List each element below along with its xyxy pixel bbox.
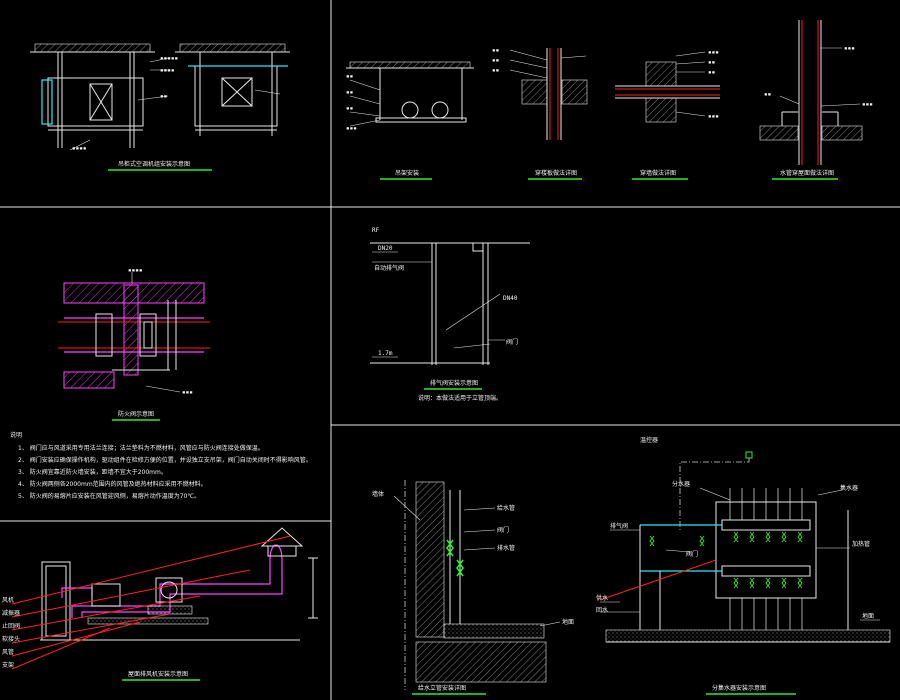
riser-label-supply: 给水管 — [497, 504, 515, 512]
svg-text:▪▪: ▪▪ — [492, 67, 499, 74]
thermostat-icon — [745, 451, 753, 459]
panel-ahu-install: ▪▪▪▪▪ ▪▪▪▪ ▪▪ ▪▪▪▪ 吊柜式空调机组安装示意图 — [30, 43, 290, 171]
svg-text:▪▪▪: ▪▪▪ — [708, 113, 719, 120]
svg-text:▪▪: ▪▪ — [346, 89, 353, 96]
svg-text:▪▪▪: ▪▪▪ — [346, 125, 357, 132]
svg-text:▪▪▪: ▪▪▪ — [862, 101, 873, 108]
svg-text:▪▪▪: ▪▪▪ — [182, 389, 193, 396]
panel-slab-penetration: ▪▪ ▪▪ ▪▪ 穿楼板做法详图 — [492, 47, 588, 180]
panel-wall-penetration: ▪▪▪ ▪▪ ▪▪ ▪▪▪ 穿墙做法详图 — [615, 49, 720, 180]
panel-title-ahu: 吊柜式空调机组安装示意图 — [118, 160, 190, 168]
svg-text:▪▪▪▪▪: ▪▪▪▪▪ — [160, 55, 178, 62]
note-line-5: 5、 防火阀的易熔片应安装在风管迎风侧，易熔片动作温度为70℃。 — [18, 492, 200, 500]
label-dn40: DN40 — [503, 295, 518, 302]
panel-roof-penetration: ▪▪▪ ▪▪ ▪▪▪ 水管穿屋面做法详图 — [759, 20, 873, 180]
fan-label-5: 风管 — [2, 648, 14, 656]
manifold-label-thermostat: 温控器 — [640, 436, 658, 444]
fan-label-1: 风机 — [2, 596, 14, 604]
fan-label-4: 软接头 — [2, 635, 20, 643]
panel-title-fire-damper: 防火阀示意图 — [118, 410, 154, 418]
panel-hanger-install: ▪▪ ▪▪ ▪▪ ▪▪▪ 吊架安装 — [346, 61, 474, 180]
air-vent-caption: 说明：本做法适用于立管顶端。 — [418, 394, 502, 402]
svg-text:▪▪: ▪▪ — [492, 47, 499, 54]
panel-title-air-vent: 排气阀安装示意图 — [430, 379, 478, 387]
svg-text:▪▪: ▪▪ — [492, 57, 499, 64]
manifold-label-supply: 供水 — [596, 594, 608, 602]
svg-text:▪▪: ▪▪ — [346, 105, 353, 112]
panel-title-roof: 水管穿屋面做法详图 — [780, 169, 834, 177]
manifold-label-return: 回水 — [596, 606, 608, 614]
panel-title-wall: 穿墙做法详图 — [640, 169, 676, 177]
panel-fire-damper: ▪▪▪▪ ▪▪▪ 防火阀示意图 说明 1、 阀门应与风道采用专用法兰连接；法兰垫… — [10, 267, 312, 500]
notes-header: 说明 — [10, 431, 22, 439]
riser-label-floor: 地面 — [562, 618, 574, 626]
riser-label-wall: 墙体 — [372, 490, 384, 498]
svg-text:▪▪: ▪▪ — [764, 91, 771, 98]
panel-title-slab: 穿楼板做法详图 — [535, 169, 577, 177]
svg-text:▪▪▪: ▪▪▪ — [708, 49, 719, 56]
manifold-valves — [649, 531, 803, 589]
label-rf: RF — [372, 227, 380, 234]
note-line-1: 1、 阀门应与风道采用专用法兰连接；法兰垫料为不燃材料，风管应与防火阀连接处做保… — [18, 444, 264, 452]
manifold-label-floor: 地面 — [862, 612, 874, 620]
heating-pipe-runs — [729, 488, 803, 630]
label-valve: 阀门 — [506, 338, 518, 346]
note-line-3: 3、 防火阀宜靠近防火墙安装，距墙不宜大于200mm。 — [18, 468, 167, 476]
label-auto-vent: 自动排气阀 — [374, 264, 404, 272]
manifold-label-return-man: 集水器 — [840, 484, 858, 492]
svg-text:▪▪▪: ▪▪▪ — [844, 45, 855, 52]
manifold-label-supply-man: 分水器 — [672, 480, 690, 488]
manifold-label-vent: 排气阀 — [610, 522, 628, 530]
riser-label-valve: 阀门 — [497, 526, 509, 534]
label-dn20: DN20 — [378, 245, 393, 252]
panel-wall-riser: 墙体 给水管 阀门 排水管 地面 给水立管安装详图 — [372, 480, 574, 695]
svg-text:▪▪: ▪▪ — [708, 59, 715, 66]
svg-text:▪▪▪▪: ▪▪▪▪ — [128, 267, 142, 274]
panel-title-manifold: 分集水器安装示意图 — [712, 684, 766, 692]
svg-text:▪▪▪▪: ▪▪▪▪ — [160, 67, 174, 74]
panel-title-wall-riser: 给水立管安装详图 — [418, 684, 466, 692]
fan-label-2: 减振器 — [2, 609, 20, 617]
panel-roof-fan: 风机 减振器 止回阀 软接头 风管 支架 屋面排风机安装示意图 — [2, 527, 318, 681]
manifold-label-valve: 阀门 — [686, 550, 698, 558]
fan-label-3: 止回阀 — [2, 622, 20, 630]
svg-text:▪▪: ▪▪ — [708, 69, 715, 76]
svg-text:▪▪: ▪▪ — [346, 73, 353, 80]
note-line-4: 4、 防火阀两侧各2000mm范围内的风管及绝热材料应采用不燃材料。 — [18, 480, 207, 488]
panel-manifold: 温控器 分水器 集水器 排气阀 阀门 供水 回水 地面 加热管 分集水器安装示意… — [596, 436, 891, 695]
svg-text:▪▪: ▪▪ — [160, 93, 167, 100]
panel-title-hanger: 吊架安装 — [395, 169, 419, 177]
fan-label-6: 支架 — [2, 661, 14, 669]
label-1-7m: 1.7m — [378, 350, 393, 357]
panel-title-roof-fan: 屋面排风机安装示意图 — [128, 670, 188, 678]
riser-label-drain: 排水管 — [497, 544, 515, 552]
svg-text:▪▪▪▪: ▪▪▪▪ — [72, 145, 86, 152]
panel-air-vent: RF DN20 1.7m DN40 自动排气阀 阀门 排气阀安装示意图 说明：本… — [370, 227, 530, 402]
note-line-2: 2、 阀门安装应确保操作机构，驱动组件在检修方便的位置，并设独立支吊架，阀门自动… — [18, 456, 312, 464]
manifold-label-heating-pipe: 加热管 — [852, 540, 870, 548]
